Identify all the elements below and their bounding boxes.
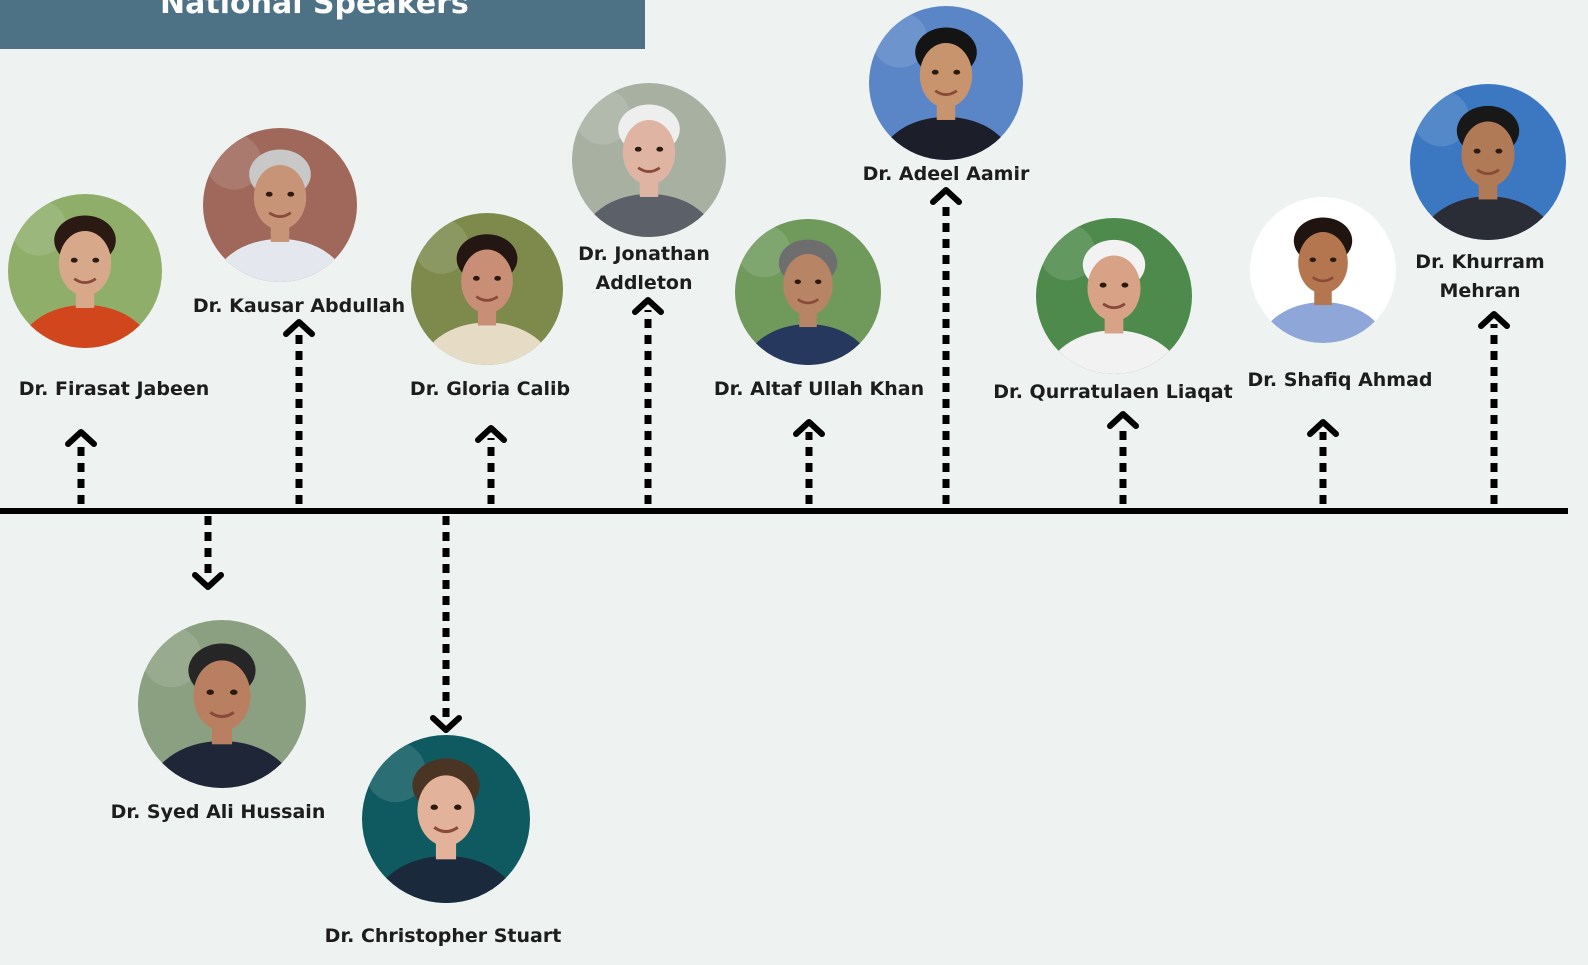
person-photo-icon: [735, 219, 881, 365]
speaker-name-line: Dr. Qurratulaen Liaqat: [993, 381, 1233, 403]
speaker-name-gloria-calib: Dr. Gloria Calib: [410, 375, 570, 404]
person-photo-icon: [203, 128, 357, 282]
speaker-name-line: Dr. Firasat Jabeen: [18, 378, 210, 400]
speaker-name-line: Dr. Altaf Ullah Khan: [713, 378, 925, 400]
person-photo-icon: [138, 620, 306, 788]
arrow-up-icon-altaf-ullah-khan: [793, 419, 825, 437]
arrow-up-icon-khurram-mehran: [1478, 311, 1510, 329]
speaker-name-line: Dr. Christopher Stuart: [324, 925, 562, 947]
person-photo-icon: [1036, 218, 1192, 374]
speaker-name-line: Dr. Adeel Aamir: [862, 163, 1030, 185]
speaker-name-line: Dr. Shafiq Ahmad: [1247, 369, 1433, 391]
speaker-name-line: Dr. Syed Ali Hussain: [110, 801, 326, 823]
speaker-name-syed-ali-hussain: Dr. Syed Ali Hussain: [111, 798, 326, 827]
speaker-name-line: Dr. Khurram: [1415, 251, 1545, 273]
arrow-up-icon-jonathan-addleton: [632, 297, 664, 315]
person-photo-icon: [1250, 197, 1396, 343]
person-photo-icon: [8, 194, 162, 348]
speaker-name-line: Dr. Jonathan: [578, 243, 710, 265]
speaker-name-shafiq-ahmad: Dr. Shafiq Ahmad: [1247, 366, 1432, 395]
page-title: National Speakers: [160, 0, 469, 21]
arrow-up-icon-shafiq-ahmad: [1307, 419, 1339, 437]
arrow-up-icon-qurratulaen-liaqat: [1107, 411, 1139, 429]
speaker-name-kausar-abdullah: Dr. Kausar Abdullah: [193, 292, 405, 321]
speaker-name-firasat-jabeen: Dr. Firasat Jabeen: [19, 375, 210, 404]
header-banner: National Speakers: [0, 0, 645, 49]
person-photo-icon: [362, 735, 530, 903]
arrow-up-icon-gloria-calib: [475, 425, 507, 443]
person-photo-icon: [869, 6, 1023, 160]
speaker-name-altaf-ullah-khan: Dr. Altaf Ullah Khan: [714, 375, 924, 404]
arrow-down-icon-syed-ali-hussain: [192, 572, 224, 590]
arrow-up-icon-adeel-aamir: [930, 187, 962, 205]
arrow-up-icon-firasat-jabeen: [65, 429, 97, 447]
person-photo-icon: [1410, 84, 1566, 240]
arrow-down-icon-christopher-stuart: [430, 715, 462, 733]
speaker-name-christopher-stuart: Dr. Christopher Stuart: [325, 922, 562, 951]
speaker-name-qurratulaen-liaqat: Dr. Qurratulaen Liaqat: [993, 378, 1232, 407]
speaker-name-line: Dr. Kausar Abdullah: [192, 295, 406, 317]
person-photo-icon: [411, 213, 563, 365]
speaker-name-line: Mehran: [1439, 280, 1521, 302]
arrow-up-icon-kausar-abdullah: [283, 319, 315, 337]
speaker-name-line: Addleton: [595, 272, 693, 294]
speaker-name-adeel-aamir: Dr. Adeel Aamir: [863, 160, 1030, 189]
speaker-name-line: Dr. Gloria Calib: [409, 378, 571, 400]
person-photo-icon: [572, 83, 726, 237]
